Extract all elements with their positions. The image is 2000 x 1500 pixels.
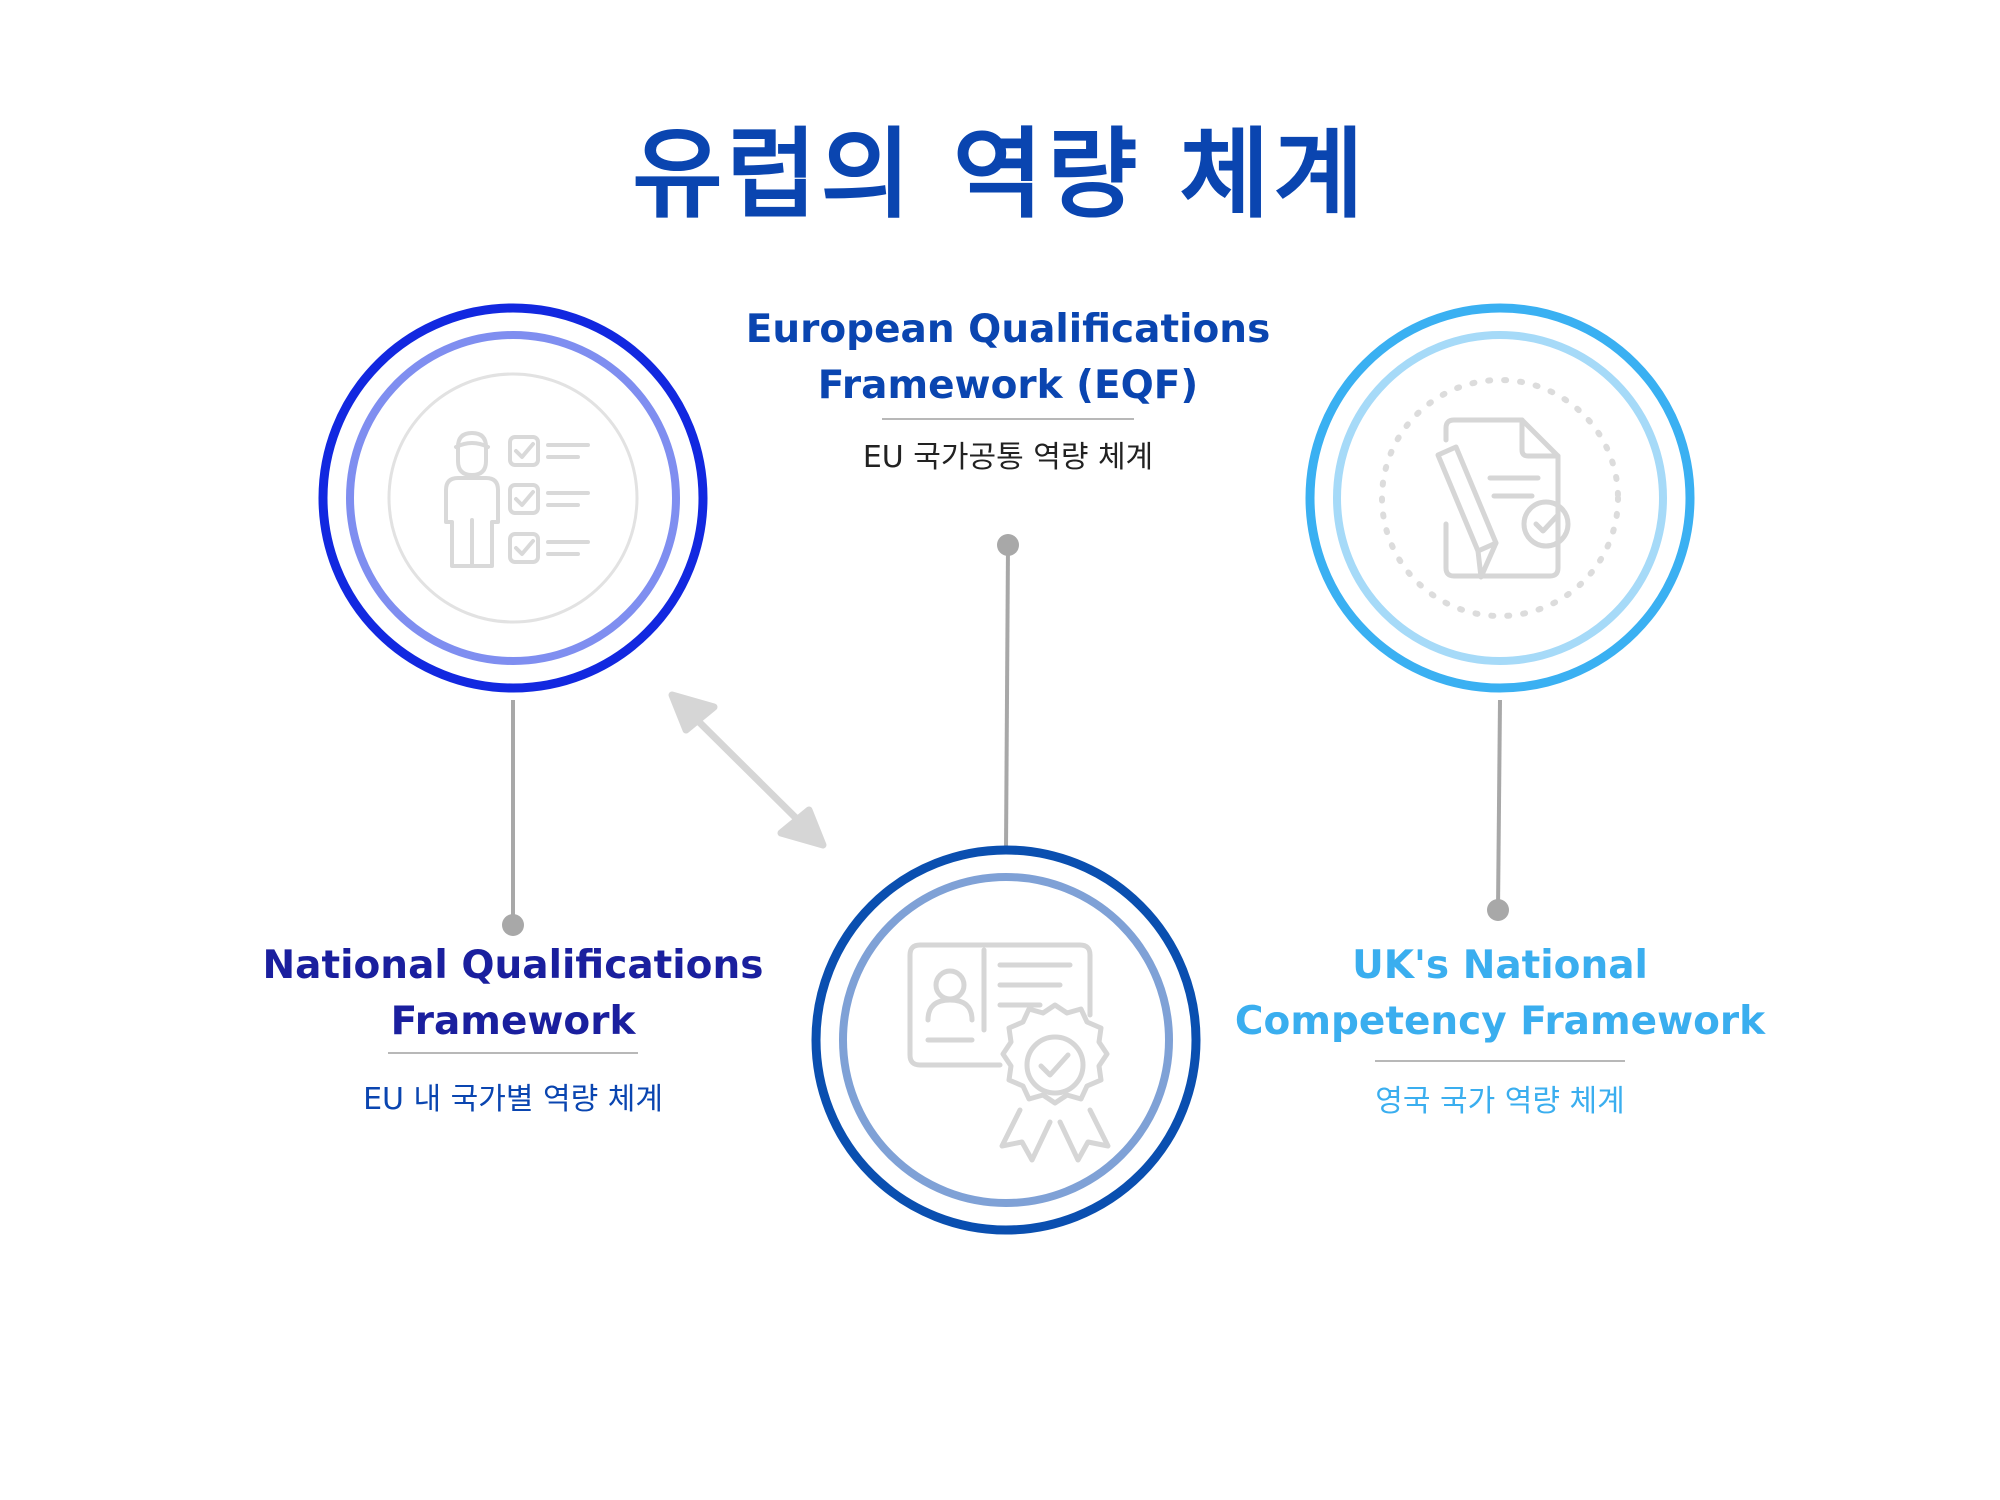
- nqf-subtitle: EU 내 국가별 역량 체계: [363, 1082, 663, 1117]
- uk-title-line2: Competency Framework: [1234, 999, 1766, 1044]
- nqf-connector-dot: [502, 914, 524, 936]
- uk-title-line1: UK's National: [1352, 943, 1648, 988]
- uk-subtitle: 영국 국가 역량 체계: [1375, 1084, 1625, 1119]
- nqf-label: National Qualifications Framework EU 내 국…: [213, 938, 813, 1120]
- uk-connector-line: [1496, 699, 1502, 911]
- nqf-divider: [388, 1052, 638, 1054]
- nqf-title-line1: National Qualifications: [262, 943, 764, 988]
- page-title: 유럽의 역량 체계: [632, 118, 1368, 232]
- uk-circle: [1305, 303, 1695, 693]
- eqf-subtitle: EU 국가공통 역량 체계: [862, 440, 1154, 475]
- person-checklist-icon: [444, 431, 590, 568]
- connector-lines: [511, 544, 1502, 925]
- eqf-divider: [882, 418, 1134, 420]
- uk-divider: [1375, 1060, 1625, 1062]
- nqf-circle: [318, 303, 708, 693]
- signed-document-icon: [1435, 417, 1571, 580]
- nqf-title-line2: Framework: [390, 999, 636, 1044]
- double-arrow-icon: [668, 691, 827, 849]
- eqf-circle: [811, 845, 1201, 1235]
- eqf-title-line1: European Qualifications: [745, 307, 1271, 352]
- eqf-connector-dot: [997, 534, 1019, 556]
- uk-connector-dot: [1487, 899, 1509, 921]
- certificate-badge-icon: [907, 942, 1111, 1163]
- uk-label: UK's National Competency Framework 영국 국가…: [1200, 938, 1800, 1122]
- eqf-label: European Qualifications Framework (EQF) …: [708, 302, 1308, 478]
- eqf-title-line2: Framework (EQF): [817, 363, 1199, 408]
- eqf-connector-line: [1004, 544, 1010, 851]
